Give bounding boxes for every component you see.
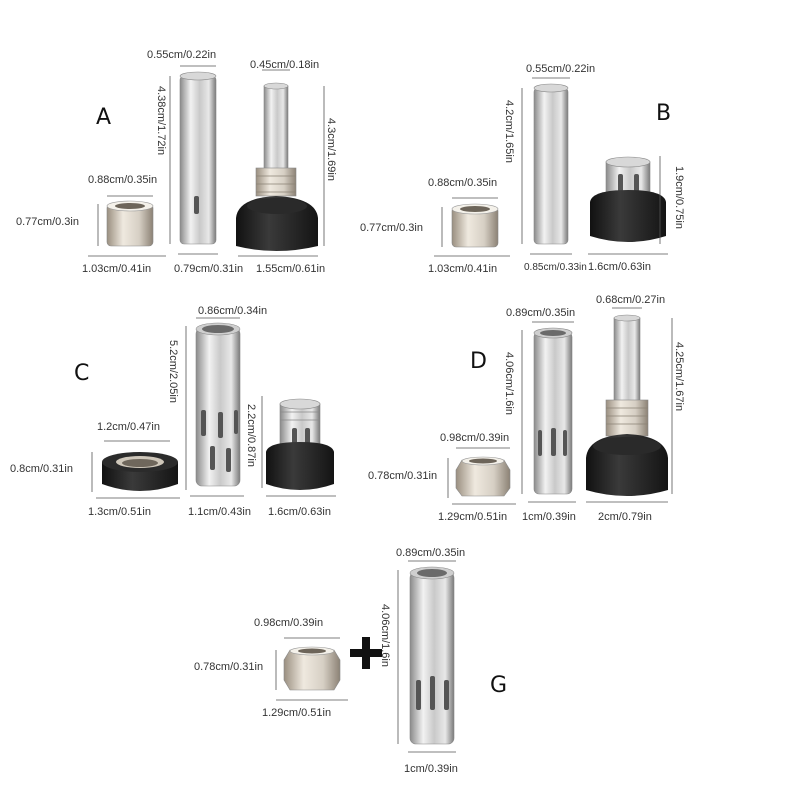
dim-label: 0.55cm/0.22in [147, 49, 216, 61]
dim-label: 0.98cm/0.39in [254, 617, 323, 629]
group-letter-a: A [96, 105, 111, 130]
tube-a [179, 71, 217, 245]
tube-b [533, 83, 569, 245]
group-letter-d: D [470, 349, 487, 374]
dim-label: 0.98cm/0.39in [440, 432, 509, 444]
dim-label: 0.77cm/0.3in [16, 216, 79, 228]
group-a: A 0.88cm/0.35in 0.77cm/0.3in 1.03cm/0.41… [16, 49, 337, 275]
dim-label: 0.89cm/0.35in [396, 547, 465, 559]
group-g: G 0.98cm/0.39in 0.78cm/0.31in 1.29cm/0.5… [194, 547, 507, 775]
dim-label: 0.86cm/0.34in [198, 305, 267, 317]
dim-label: 2cm/0.79in [598, 511, 652, 523]
dim-label: 1.9cm/0.75in [673, 166, 685, 229]
tube-c [195, 322, 241, 487]
dim-label: 0.78cm/0.31in [194, 661, 263, 673]
dim-label: 1.3cm/0.51in [88, 506, 151, 518]
dim-label: 0.8cm/0.31in [10, 463, 73, 475]
dim-label: 1.6cm/0.63in [588, 261, 651, 273]
dim-label: 0.45cm/0.18in [250, 59, 319, 71]
tube-d [533, 327, 573, 495]
tube-g [409, 566, 455, 745]
dim-label: 4.06cm/1.6in [379, 604, 391, 667]
dim-label: 1.03cm/0.41in [428, 263, 497, 275]
group-d: D 0.98cm/0.39in 0.78cm/0.31in 1.29cm/0.5… [368, 294, 685, 523]
dim-label: 0.78cm/0.31in [368, 470, 437, 482]
dim-label: 0.68cm/0.27in [596, 294, 665, 306]
group-b: B 0.88cm/0.35in 0.77cm/0.3in 1.03cm/0.41… [360, 63, 685, 275]
dim-label: 0.79cm/0.31in [174, 263, 243, 275]
heater-base-c [266, 398, 334, 490]
dim-label: 1.55cm/0.61in [256, 263, 325, 275]
dim-label: 1.6cm/0.63in [268, 506, 331, 518]
heater-base-b [590, 156, 666, 242]
dim-label: 0.55cm/0.22in [526, 63, 595, 75]
dim-label: 0.89cm/0.35in [506, 307, 575, 319]
dim-label: 1.29cm/0.51in [438, 511, 507, 523]
dim-label: 0.88cm/0.35in [88, 174, 157, 186]
heater-handle-d [586, 314, 668, 496]
dim-label: 0.85cm/0.33in [524, 262, 587, 273]
group-c: C 1.2cm/0.47in 0.8cm/0.31in 1.3cm/0.51in… [10, 305, 336, 518]
group-letter-g: G [490, 673, 507, 698]
nut-c [102, 452, 178, 491]
dim-label: 1.1cm/0.43in [188, 506, 251, 518]
dim-label: 4.25cm/1.67in [673, 342, 685, 411]
group-letter-b: B [656, 101, 671, 126]
dim-label: 1.29cm/0.51in [262, 707, 331, 719]
dim-label: 0.77cm/0.3in [360, 222, 423, 234]
group-letter-c: C [74, 361, 89, 386]
dim-label: 4.2cm/1.65in [503, 100, 515, 163]
plus-icon [350, 637, 382, 669]
dim-label: 1.03cm/0.41in [82, 263, 151, 275]
dim-label: 0.88cm/0.35in [428, 177, 497, 189]
dim-label: 1.2cm/0.47in [97, 421, 160, 433]
dim-label: 4.38cm/1.72in [155, 86, 167, 155]
heater-handle-a [236, 82, 318, 251]
nut-b [451, 203, 499, 248]
dim-label: 2.2cm/0.87in [245, 404, 257, 467]
dim-label: 5.2cm/2.05in [167, 340, 179, 403]
dim-label: 1cm/0.39in [404, 763, 458, 775]
dim-label: 1cm/0.39in [522, 511, 576, 523]
dim-label: 4.3cm/1.69in [325, 118, 337, 181]
dim-label: 4.06cm/1.6in [503, 352, 515, 415]
nut-a [106, 200, 154, 247]
nut-d [455, 456, 511, 497]
nut-g [283, 646, 341, 691]
